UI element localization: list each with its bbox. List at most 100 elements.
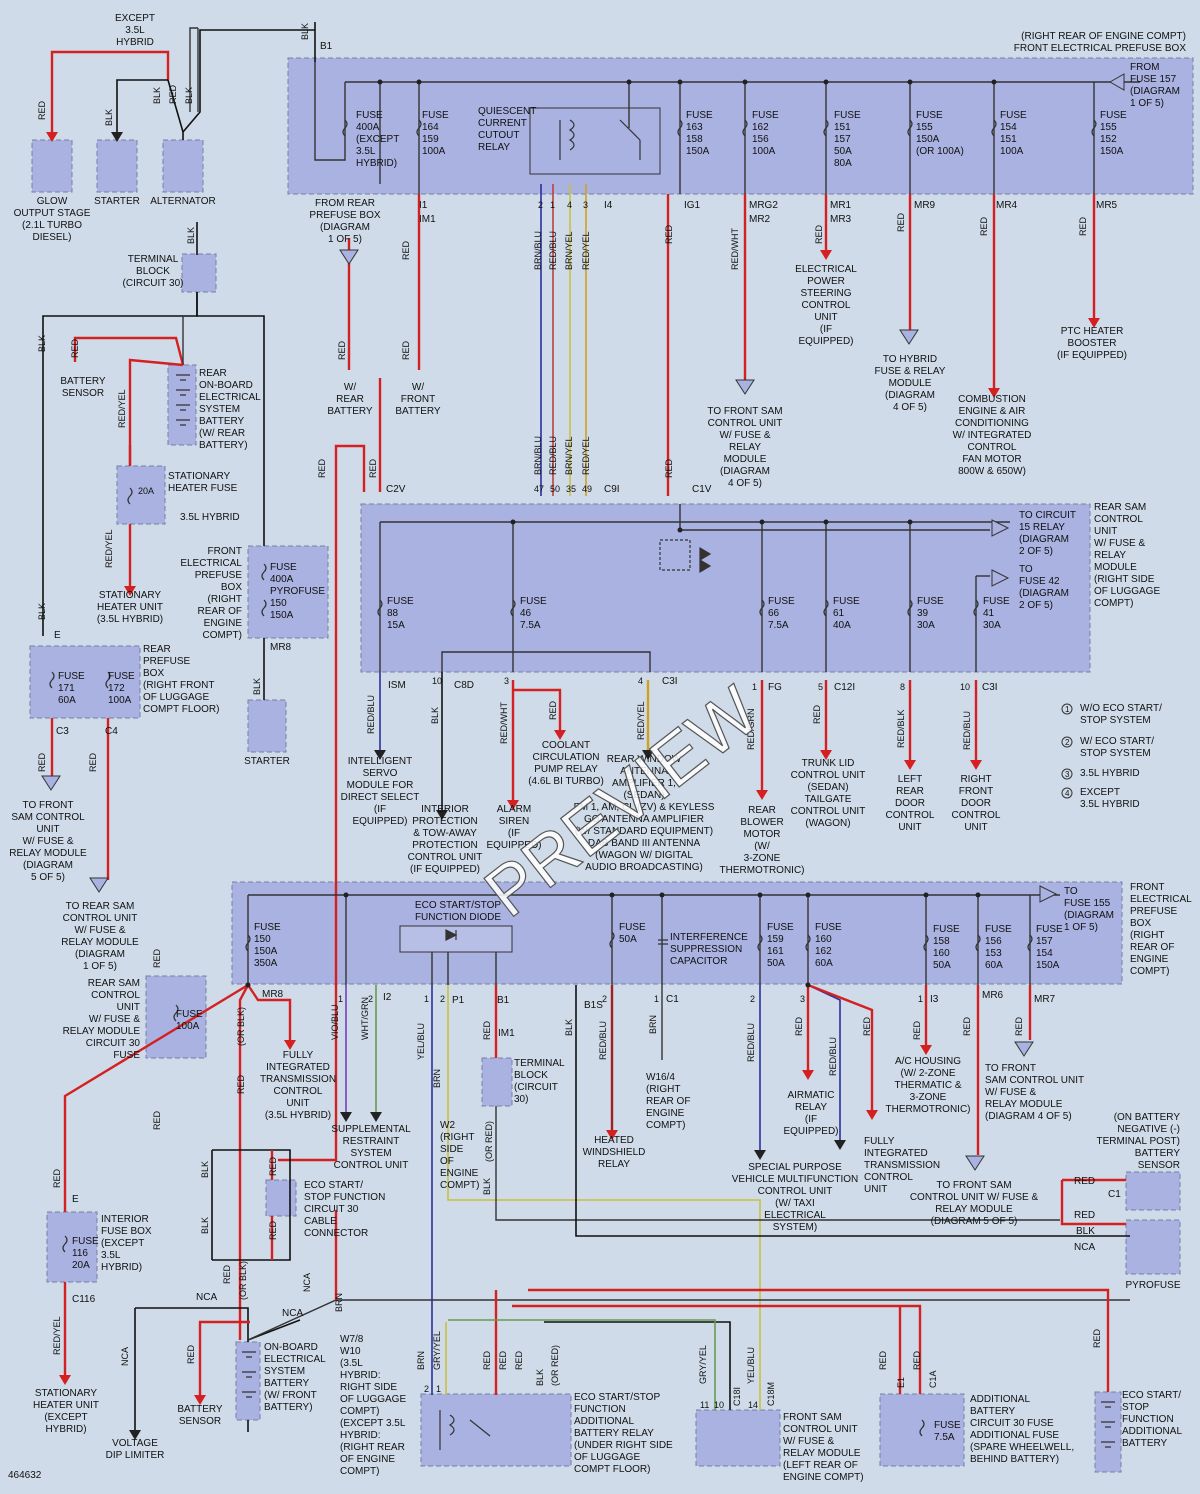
label-middle_box-pins-2: 35 [566, 484, 576, 494]
label-bottom_loads-conns-c18m: C18M [766, 1382, 776, 1406]
label-wire_colors-blk: BLK [482, 1178, 492, 1195]
label-top_connectors-mr4: MR4 [996, 200, 1018, 211]
label-bottom_box-pinnums-6: 2 [750, 994, 755, 1004]
label-wire_colors-red: RED [664, 458, 674, 478]
label-wire_colors-orblk: (OR BLK) [236, 1007, 246, 1046]
front-sam-bottom-box [695, 1409, 781, 1467]
label-middle_box-pinnums-1: 3 [504, 676, 509, 686]
label-left_side-mr8: MR8 [270, 642, 292, 653]
label-wire_colors-blk: BLK [535, 1369, 545, 1386]
label-middle_box-pins-0: 47 [534, 484, 544, 494]
label-top_connectors-mrg2: MRG2 [749, 200, 778, 211]
interior-fuse-box [46, 1211, 98, 1283]
glow-stage-box [31, 139, 73, 193]
label-wire_colors-brn: BRN [416, 1351, 426, 1370]
label-wire_colors-red: RED [401, 240, 411, 260]
eco-batt-box [1094, 1391, 1122, 1473]
label-bottom_box-conns-mr8: MR8 [262, 989, 284, 1000]
label-bottom_box-pinnums-3: 2 [440, 994, 445, 1004]
label-left_side-c116: C116 [72, 1294, 96, 1305]
label-wire_colors-blk: BLK [564, 1019, 574, 1036]
label-top_connectors-i4: I4 [604, 200, 613, 211]
label-top_connectors-pins-3: 3 [583, 200, 588, 210]
label-wire_colors-red: RED [1014, 1016, 1024, 1036]
label-top_connectors-mr1: MR1 [830, 200, 852, 211]
label-wire_colors-vioblu: VIO/BLU [330, 1004, 340, 1040]
label-wire_colors-red: RED [794, 1016, 804, 1036]
label-wire_colors-blk: BLK [300, 23, 310, 40]
label-wire_colors-gryyel: GRY/YEL [432, 1331, 442, 1370]
label-wire_colors-redyel: RED/YEL [581, 231, 591, 270]
label-middle_box-pinnums-4: 5 [818, 682, 823, 692]
label-bottom_box-conns-b1: B1 [497, 995, 510, 1006]
label-wire_colors-redblu: RED/BLU [366, 695, 376, 734]
label-bottom_box-conns-b1s: B1S [584, 1000, 603, 1011]
legend-num: 3 [1065, 770, 1070, 779]
label-wire_colors-red: RED [317, 458, 327, 478]
label-bottom_box-pinnums-4: 2 [602, 994, 607, 1004]
legend-num: 2 [1065, 738, 1070, 747]
rear-prefuse-box [29, 645, 141, 719]
label-middle_box-pinnums-5: 8 [900, 682, 905, 692]
label-wire_colors-red: RED [1078, 216, 1088, 236]
label-top_connectors-mr2: MR2 [749, 214, 771, 225]
label-wire_colors-blk: BLK [37, 335, 47, 352]
label-wire_colors-nca: NCA [282, 1308, 303, 1319]
label-bottom_box-pinnums-0: 1 [338, 994, 343, 1004]
label-wire_colors-blk: BLK [200, 1217, 210, 1234]
front-prefuse-box-left [247, 545, 329, 639]
rear-sam-box [360, 503, 1091, 673]
label-wire_colors-yelblu: YEL/BLU [416, 1023, 426, 1060]
label-wire_colors-red: RED [912, 1020, 922, 1040]
label-middle_box-pinnums-6: 10 [960, 682, 970, 692]
label-bottom_box-conns-im1: IM1 [498, 1028, 515, 1039]
label-bottom_loads-pyrofuse: PYROFUSE [1125, 1280, 1180, 1291]
label-bottom_loads-c1: C1 [1108, 1189, 1121, 1200]
label-bottom_box-conns-i3: I3 [930, 994, 939, 1005]
label-left_side-e: E [54, 630, 61, 641]
label-bottom_box-conns-mr7: MR7 [1034, 994, 1056, 1005]
label-wire_colors-blk: BLK [37, 603, 47, 620]
batt-sensor-right-box [1125, 1171, 1181, 1211]
label-top_connectors-mr3: MR3 [830, 214, 852, 225]
label-top_connectors-pins-2: 4 [567, 200, 572, 210]
label-middle_box-conns-c3i: C3I [662, 676, 678, 687]
label-wire_colors-redgrn: RED/GRN [746, 708, 756, 750]
